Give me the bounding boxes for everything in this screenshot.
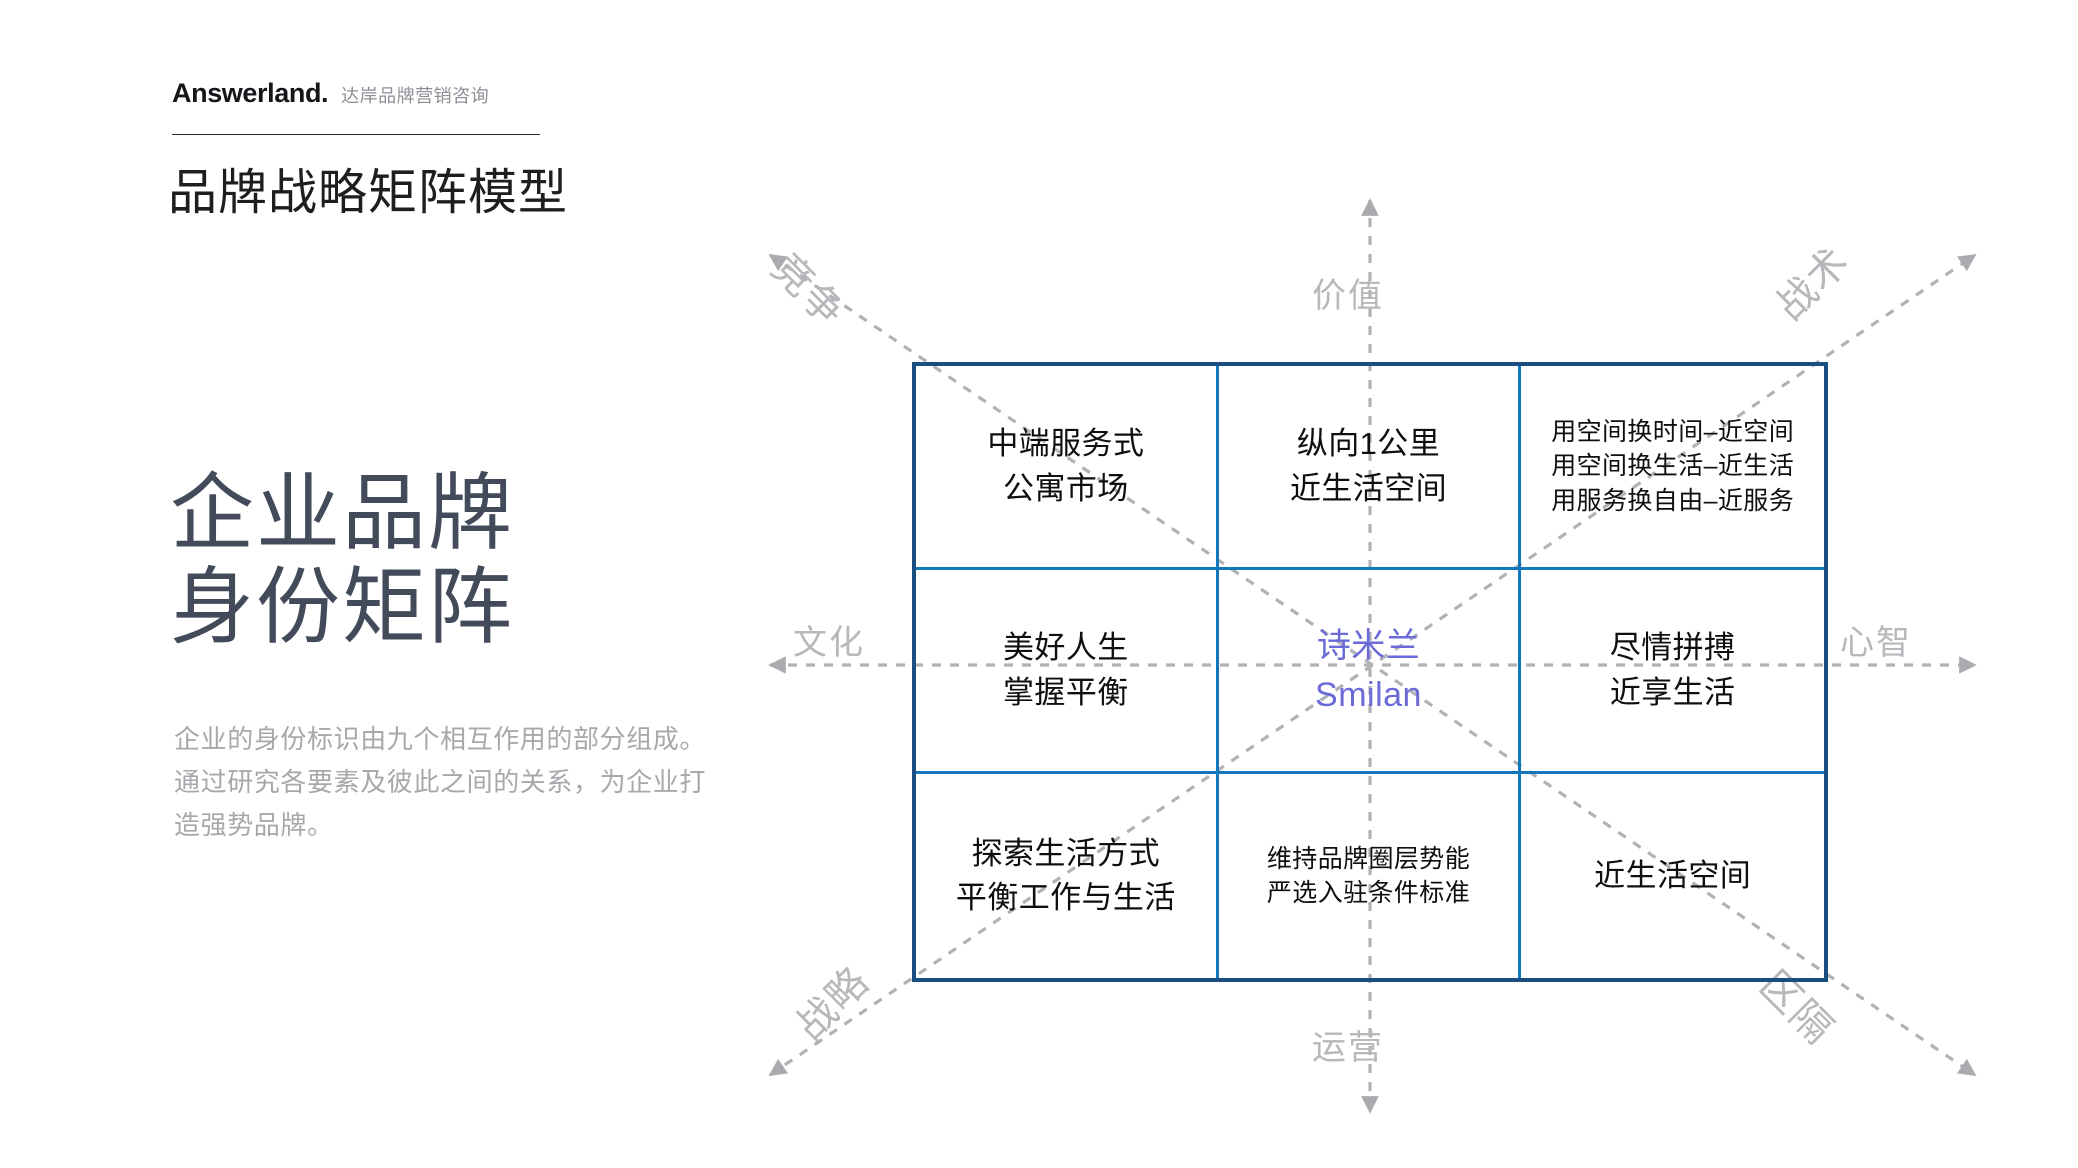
matrix-cell-top-center[interactable]: 纵向1公里 近生活空间 <box>1218 366 1522 570</box>
cell-line: 掌握平衡 <box>1003 674 1129 710</box>
brand-name-en: Smilan <box>1315 675 1422 714</box>
headline-line-2: 身份矩阵 <box>170 560 515 655</box>
matrix-cell-middle-left[interactable]: 美好人生 掌握平衡 <box>916 570 1219 774</box>
cell-line: 纵向1公里 <box>1296 426 1441 462</box>
brand-name-cn: 诗米兰 <box>1316 627 1421 666</box>
axis-label-top: 价值 <box>1312 277 1384 315</box>
cell-line: 中端服务式 <box>987 426 1145 462</box>
brand-logo: Answerland. <box>172 78 329 108</box>
cell-line: 用空间换时间–近空间 <box>1551 417 1795 446</box>
matrix-cell-bottom-left[interactable]: 探索生活方式 平衡工作与生活 <box>916 774 1219 978</box>
header-divider <box>172 134 540 135</box>
axis-label-left: 文化 <box>793 624 865 662</box>
headline-line-1: 企业品牌 <box>170 466 515 560</box>
cell-line: 用空间换生活–近生活 <box>1551 452 1795 481</box>
cell-line: 近生活空间 <box>1594 857 1752 893</box>
left-panel: Answerland. 达岸品牌营销咨询 品牌战略矩阵模型 企业品牌 身份矩阵 … <box>0 0 760 1168</box>
cell-line: 公寓市场 <box>1003 470 1129 506</box>
axis-label-bottom: 运营 <box>1312 1029 1384 1067</box>
matrix-cell-bottom-center[interactable]: 维持品牌圈层势能 严选入驻条件标准 <box>1219 774 1522 978</box>
matrix-cell-bottom-right[interactable]: 近生活空间 <box>1521 774 1824 978</box>
cell-line: 维持品牌圈层势能 <box>1266 844 1471 873</box>
cell-line: 美好人生 <box>1003 630 1129 666</box>
axis-label-bottom-left: 战略 <box>787 958 879 1049</box>
brand-identity-matrix: 中端服务式 公寓市场 纵向1公里 近生活空间 用空间换时间–近空间 用空间换生活… <box>912 362 1828 982</box>
axis-label-top-right: 战术 <box>1767 238 1859 329</box>
cell-line: 平衡工作与生活 <box>955 880 1176 915</box>
cell-line: 探索生活方式 <box>971 835 1161 871</box>
matrix-cell-center-brand[interactable]: 诗米兰 Smilan <box>1218 570 1522 774</box>
matrix-cell-top-right[interactable]: 用空间换时间–近空间 用空间换生活–近生活 用服务换自由–近服务 <box>1521 366 1824 570</box>
axis-label-top-left: 竞争 <box>763 245 854 337</box>
axis-label-right: 心智 <box>1840 624 1912 662</box>
cell-line: 尽情拼搏 <box>1609 630 1736 666</box>
model-title: 品牌战略矩阵模型 <box>168 166 569 220</box>
matrix-cell-middle-right[interactable]: 尽情拼搏 近享生活 <box>1521 570 1824 774</box>
cell-line: 近享生活 <box>1609 674 1736 710</box>
page-title: 企业品牌 身份矩阵 <box>170 466 514 654</box>
cell-line: 用服务换自由–近服务 <box>1551 486 1795 515</box>
cell-line: 严选入驻条件标准 <box>1266 879 1471 907</box>
brand-subtitle: 达岸品牌营销咨询 <box>341 86 490 106</box>
cell-line: 近生活空间 <box>1289 470 1447 506</box>
matrix-cell-top-left[interactable]: 中端服务式 公寓市场 <box>916 366 1219 570</box>
description-text: 企业的身份标识由九个相互作用的部分组成。通过研究各要素及彼此之间的关系，为企业打… <box>174 724 707 841</box>
brand-header: Answerland. 达岸品牌营销咨询 <box>172 78 489 109</box>
